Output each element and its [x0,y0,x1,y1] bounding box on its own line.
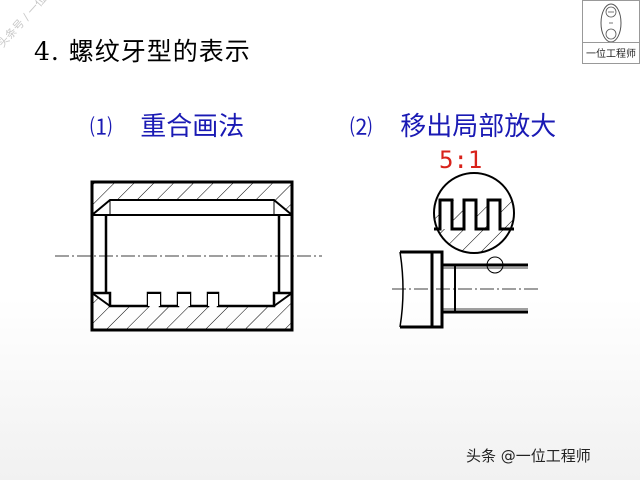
top-wall-section [92,182,292,215]
section-1-number: ⑴ [90,116,113,141]
removed-detail-drawing [392,172,540,329]
enlarged-thread-profile [434,198,514,231]
scale-label: 5:1 [439,146,483,174]
logo-label: 一位工程师 [583,42,639,60]
page-title: 4. 螺纹牙型的表示 [34,37,251,66]
bottom-wall-section [92,293,292,330]
thread-profile-line [92,291,292,308]
section-1-label: 重合画法 [140,112,245,142]
detail-marker-circle [486,256,504,274]
section-2-number: ⑵ [350,116,373,141]
coincident-method-drawing [55,180,322,332]
section-1-heading: ⑴ 重合画法 [90,106,244,143]
enlarged-detail-circle [433,172,515,254]
footer-credit: 头条 @一位工程师 [466,447,591,465]
logo: 一位工程师 [582,0,640,64]
section-2-heading: ⑵ 移出局部放大 [350,106,556,143]
section-2-label: 移出局部放大 [400,112,557,142]
